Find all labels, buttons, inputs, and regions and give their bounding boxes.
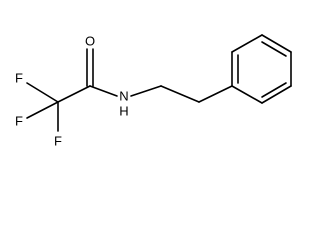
bond-cf3-c bbox=[57, 85, 91, 103]
ring-inner-bond-2 bbox=[261, 41, 287, 57]
bond-ch2-ring bbox=[198, 85, 233, 103]
bond-c-f1 bbox=[26, 82, 59, 103]
bond-ch2-ch2 bbox=[160, 85, 200, 103]
atom-label-f2: F bbox=[15, 114, 23, 129]
bond-n-ch2 bbox=[130, 85, 162, 97]
atom-label-h: H bbox=[119, 104, 128, 119]
bond-c-n bbox=[89, 85, 118, 97]
ring-bond-3 bbox=[261, 34, 292, 53]
atom-label-f3: F bbox=[54, 134, 62, 149]
atom-label-o: O bbox=[85, 34, 95, 49]
structure-diagram: O N H F F F bbox=[15, 34, 292, 149]
ring-bond-5 bbox=[261, 85, 292, 104]
ring-bond-2 bbox=[231, 34, 263, 53]
bond-c-f2 bbox=[26, 101, 59, 119]
atom-label-f1: F bbox=[15, 71, 23, 86]
ring-inner-bond-3 bbox=[261, 82, 287, 98]
ring-bond-6 bbox=[231, 85, 263, 104]
atom-label-n: N bbox=[119, 89, 128, 104]
